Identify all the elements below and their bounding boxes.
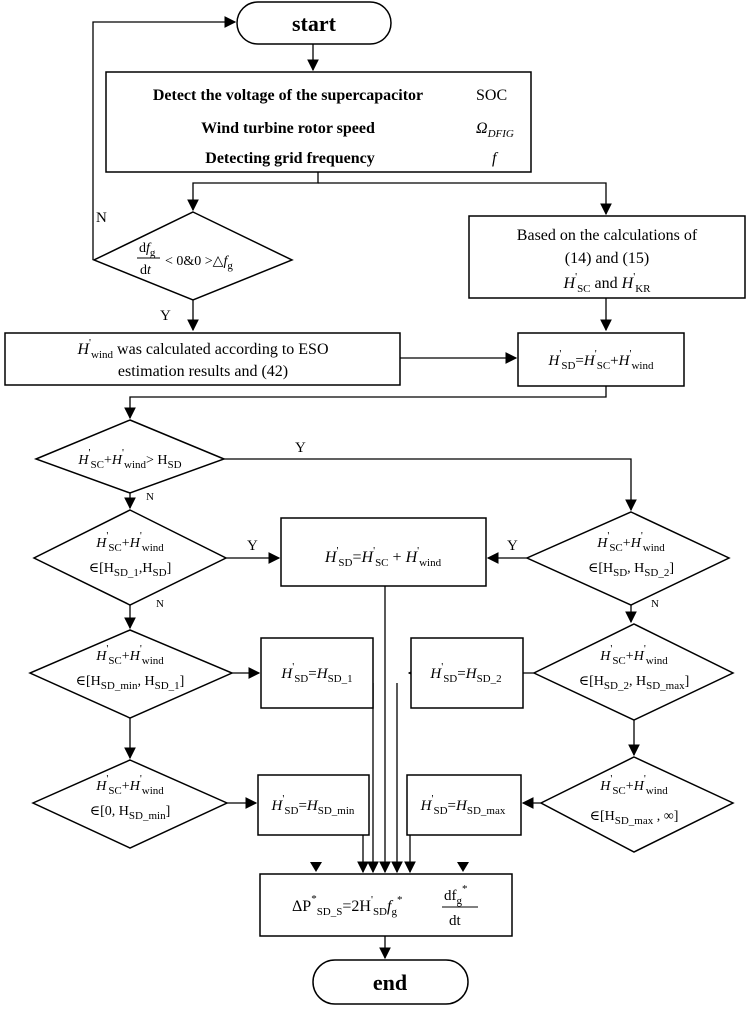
edge-sdsum-cond1 (124, 386, 607, 420)
calc1-box: Based on the calculations of (14) and (1… (468, 215, 746, 299)
cond0-text: < 0&0 >△fg (165, 254, 233, 272)
sdmin-box: H'SD=HSD_min (257, 774, 370, 836)
cond7-line2: ∈[HSD_max , ∞] (590, 809, 679, 827)
calc1-line1: Based on the calculations of (517, 227, 698, 244)
cond5-line2: ∈[HSD_2, HSD_max] (579, 674, 690, 692)
center-box: H'SD=H'SC + H'wind (280, 517, 487, 587)
cond4-line1: H'SC+H'wind (95, 643, 164, 667)
cond3-line1: H'SC+H'wind (596, 530, 665, 554)
cond3-yes-label: Y (507, 538, 518, 554)
sd2-box: H'SD=HSD_2 (410, 637, 524, 709)
detect-line2: Wind turbine rotor speed (201, 120, 375, 137)
cond2-no-label: N (156, 598, 164, 610)
cond5-diamond: H'SC+H'wind ∈[HSD_2, HSD_max] (532, 623, 735, 721)
cond1-text: H'SC+H'wind> HSD (77, 447, 181, 471)
cond6-diamond: H'SC+H'wind ∈[0, HSD_min] (31, 759, 229, 849)
start-label: start (292, 11, 337, 36)
detect-omega: ΩDFIG (476, 120, 514, 140)
calc1-line2: (14) and (15) (565, 250, 649, 267)
cond2-diamond: H'SC+H'wind ∈[HSD_1,HSD] (32, 509, 228, 606)
sdsum-box: H'SD=H'SC+H'wind (517, 332, 685, 387)
edge-cond0-no-loop (92, 16, 237, 260)
cond2-line1: H'SC+H'wind (95, 530, 164, 554)
cond7-line1: H'SC+H'wind (599, 773, 668, 797)
cond4-diamond: H'SC+H'wind ∈[HSD_min, HSD_1] (28, 629, 234, 719)
end-label: end (373, 970, 407, 995)
edges (92, 16, 640, 960)
edge-detect-calc1 (318, 182, 612, 216)
cond1-yes-label: Y (295, 440, 306, 456)
cond1-diamond: H'SC+H'wind> HSD (33, 419, 227, 494)
detect-line1: Detect the voltage of the supercapacitor (153, 87, 423, 104)
edge-detect-cond0 (187, 172, 319, 212)
cond1-no-label: N (146, 491, 154, 503)
cond3-line2: ∈[HSD, HSD_2] (588, 561, 674, 579)
sdmin-formula: H'SD=HSD_min (271, 793, 355, 817)
sdmax-formula: H'SD=HSD_max (420, 793, 506, 817)
cond2-yes-label: Y (247, 538, 258, 554)
stub-arrow-left (310, 862, 322, 872)
sd1-formula: H'SD=HSD_1 (280, 661, 352, 685)
sd2-formula: H'SD=HSD_2 (429, 661, 501, 685)
detect-line3: Detecting grid frequency (205, 150, 374, 167)
detect-box: Detect the voltage of the supercapacitor… (105, 71, 532, 173)
center-formula: H'SD=H'SC + H'wind (324, 545, 442, 569)
cond2-line2: ∈[HSD_1,HSD] (89, 561, 172, 579)
edge-cond1-yes (224, 458, 637, 512)
cond6-line1: H'SC+H'wind (95, 773, 164, 797)
sdmax-box: H'SD=HSD_max (406, 774, 522, 836)
stub-arrow-right (457, 862, 469, 872)
cond0-no-label: N (96, 210, 107, 226)
cond7-diamond: H'SC+H'wind ∈[HSD_max , ∞] (539, 756, 735, 853)
cond6-line2: ∈[0, HSD_min] (90, 804, 171, 822)
final-box: ΔP*SD_S=2H'SDfg* dfg* dt (259, 873, 513, 937)
sdsum-formula: H'SD=H'SC+H'wind (548, 348, 654, 372)
final-num: dfg* (444, 883, 468, 907)
detect-f: f (492, 150, 499, 167)
calc1-line3: H'SC and H'KR (563, 271, 652, 295)
end-terminal: end (312, 959, 469, 1005)
cond3-no-label: N (651, 598, 659, 610)
start-terminal: start (236, 1, 392, 45)
final-den: dt (449, 913, 462, 929)
wind-box: H'wind was calculated according to ESO e… (4, 332, 401, 386)
cond4-line2: ∈[HSD_min, HSD_1] (76, 674, 185, 692)
wind-line2: estimation results and (42) (118, 363, 288, 380)
detect-soc: SOC (476, 87, 507, 104)
cond0-den: dt (140, 263, 152, 278)
cond3-diamond: H'SC+H'wind ∈[HSD, HSD_2] (525, 511, 731, 606)
cond0-yes-label: Y (160, 308, 171, 324)
final-lhs: ΔP*SD_S=2H'SDfg* (292, 893, 402, 918)
sd1-box: H'SD=HSD_1 (260, 637, 374, 709)
cond0-diamond: dfg dt < 0&0 >△fg (92, 211, 294, 301)
cond5-line1: H'SC+H'wind (599, 643, 668, 667)
wind-line1: H'wind was calculated according to ESO (76, 337, 328, 361)
